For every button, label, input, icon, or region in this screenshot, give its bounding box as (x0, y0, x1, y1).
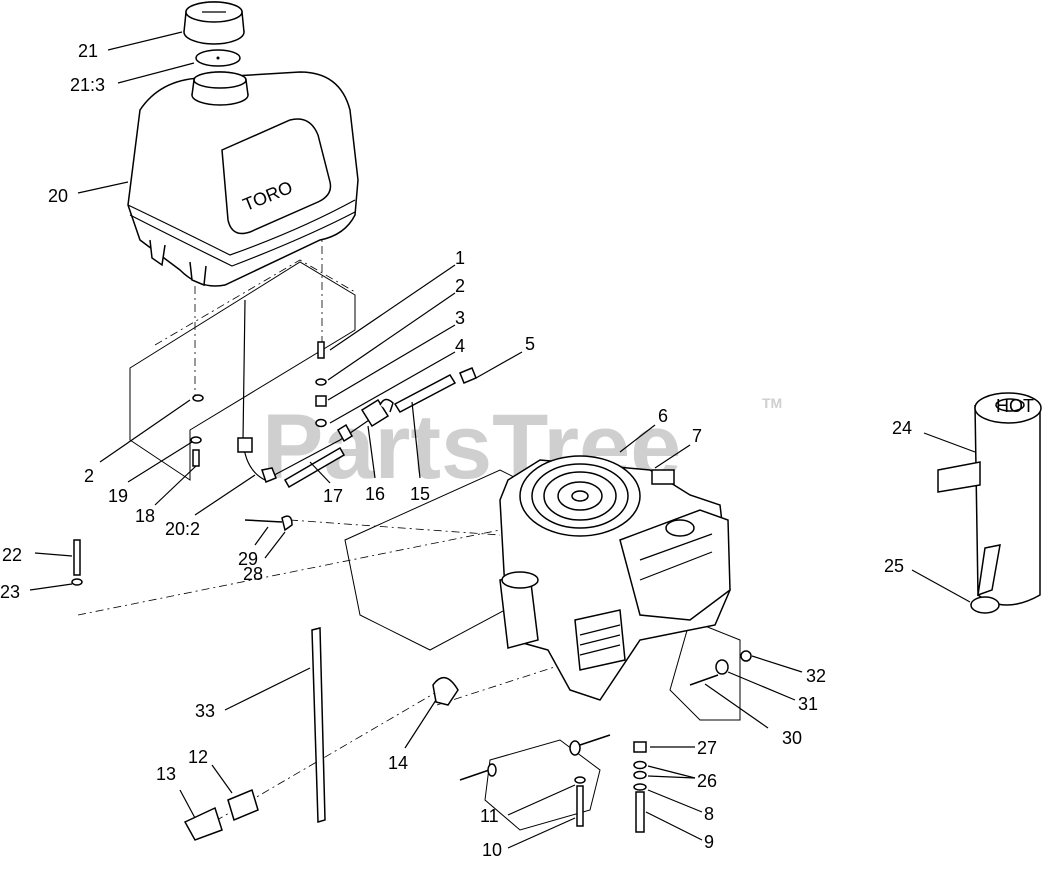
fuel-tank: TORO (127, 71, 359, 287)
callout-8: 8 (704, 804, 714, 824)
callout-15: 15 (410, 484, 430, 504)
callout-7: 7 (692, 426, 702, 446)
callout-10: 10 (482, 840, 502, 860)
callout-16: 16 (365, 484, 385, 504)
callout-33: 33 (195, 701, 215, 721)
callout-28: 28 (243, 564, 263, 584)
engine (499, 455, 731, 701)
callout-29: 29 (238, 549, 258, 569)
callout-13: 13 (156, 764, 176, 784)
hardware (71, 515, 752, 841)
muffler-hot-text: HOT (996, 396, 1034, 416)
callout-18: 18 (135, 506, 155, 526)
callout-26: 26 (697, 771, 717, 791)
callout-23: 23 (0, 582, 20, 602)
callout-25: 25 (884, 556, 904, 576)
callout-9: 9 (704, 832, 714, 852)
callout-32: 32 (806, 666, 826, 686)
callout-22: 22 (2, 545, 22, 565)
callout-11: 11 (480, 806, 499, 826)
callout-24: 24 (892, 418, 912, 438)
callout-12: 12 (188, 747, 208, 767)
callout-20: 20 (48, 186, 68, 206)
callout-1: 1 (455, 248, 465, 268)
callout-21-3: 21:3 (70, 75, 105, 95)
callout-6: 6 (658, 406, 668, 426)
callout-3: 3 (455, 308, 465, 328)
callout-4: 4 (455, 336, 465, 356)
muffler: HOT (937, 392, 1042, 614)
callout-5: 5 (525, 334, 535, 354)
callout-labels: 21 21:3 20 1 2 3 4 5 6 7 15 16 17 2 19 1… (0, 41, 912, 860)
callout-27: 27 (697, 738, 717, 758)
callout-31: 31 (798, 694, 818, 714)
fuel-cap (183, 1, 245, 45)
watermark-tm: TM (762, 395, 782, 411)
callout-20-2: 20:2 (165, 519, 200, 539)
callout-19: 19 (108, 486, 128, 506)
callout-30: 30 (782, 728, 802, 748)
callout-14: 14 (388, 753, 408, 773)
leader-lines (29, 31, 976, 849)
callout-17: 17 (323, 486, 343, 506)
callout-2a: 2 (455, 276, 465, 296)
callout-21: 21 (78, 41, 98, 61)
cap-gasket (195, 49, 241, 67)
callout-2b: 2 (84, 466, 94, 486)
